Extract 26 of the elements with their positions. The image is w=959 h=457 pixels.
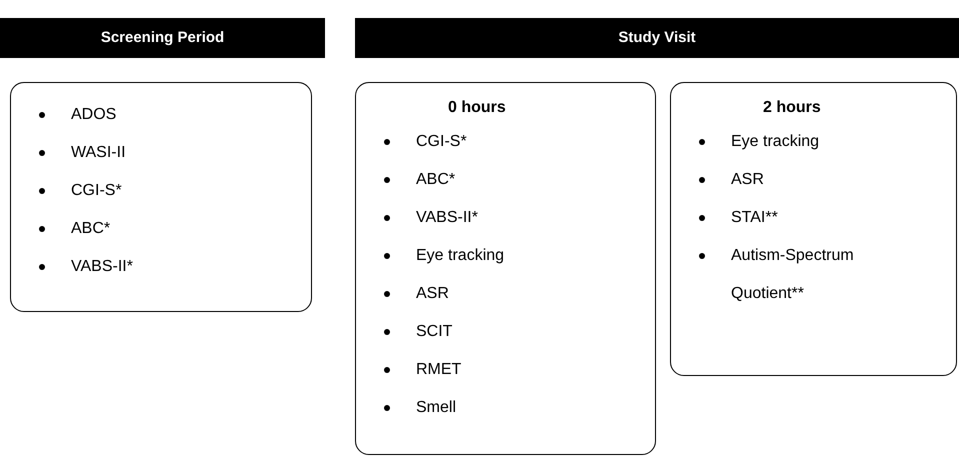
- list-item: STAI**: [731, 208, 779, 228]
- list-item: ABC*: [416, 170, 456, 190]
- rounded-panel: [10, 82, 312, 312]
- list-item: ASR: [416, 284, 450, 304]
- header-text: Screening Period: [100, 28, 224, 48]
- list-item: Autism-Spectrum Quotient**: [731, 246, 855, 304]
- panel-heading: 0 hours: [447, 98, 507, 118]
- list-item: ABC*: [71, 219, 112, 239]
- header-band: [0, 18, 325, 58]
- panel-heading: 2 hours: [762, 98, 822, 118]
- list-item: VABS-II*: [71, 257, 134, 277]
- header-band: [355, 18, 959, 58]
- list-item: SCIT: [416, 322, 454, 342]
- list-item: VABS-II*: [416, 208, 479, 228]
- list-item: CGI-S*: [71, 181, 123, 201]
- list-item: Eye tracking: [416, 246, 506, 266]
- list-item: Eye tracking: [731, 132, 820, 152]
- list-item: Smell: [416, 398, 458, 418]
- list-item: CGI-S*: [416, 132, 468, 152]
- list-item: RMET: [416, 360, 462, 380]
- rounded-panel: [670, 82, 957, 376]
- header-text: Study Visit: [618, 28, 696, 48]
- list-item: WASI-II: [71, 143, 127, 163]
- list-item: ADOS: [71, 105, 118, 125]
- rounded-panel: [355, 82, 656, 455]
- list-item: ASR: [731, 170, 765, 190]
